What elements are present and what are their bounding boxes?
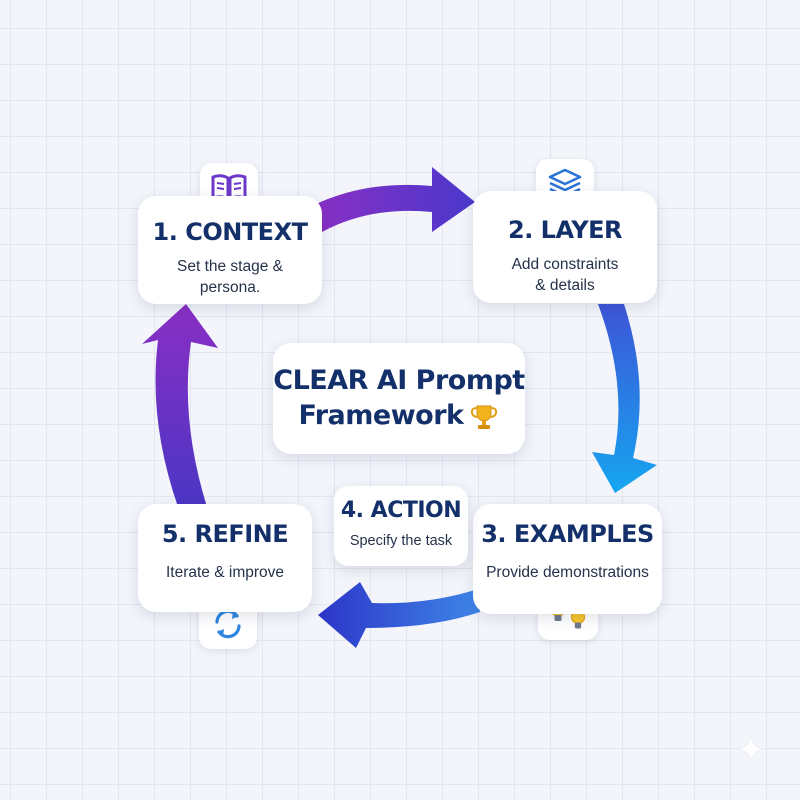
step-description-line: & details (535, 277, 595, 294)
step-refine-card: 5. REFINE Iterate & improve (138, 504, 312, 612)
framework-title-line-2: Framework (273, 398, 525, 433)
step-description: Add constraints & details (473, 254, 657, 296)
arrow-context-to-layer (312, 167, 475, 232)
step-title: 3. EXAMPLES (481, 520, 654, 548)
step-action-card: 4. ACTION Specify the task (334, 486, 468, 566)
step-layer-card: 2. LAYER Add constraints & details (473, 191, 657, 303)
step-description-line: Set the stage & (177, 258, 283, 275)
step-description: Specify the task (349, 533, 453, 549)
step-context-card: 1. CONTEXT Set the stage & persona. (138, 196, 322, 304)
step-title: 2. LAYER (508, 216, 623, 244)
step-description: Provide demonstrations (486, 564, 649, 581)
refresh-icon (215, 609, 241, 639)
step-title: 1. CONTEXT (152, 218, 308, 246)
step-title: 4. ACTION (340, 498, 462, 523)
step-description-line: persona. (199, 279, 261, 296)
trophy-icon (471, 405, 498, 429)
arrow-examples-to-refine (318, 582, 480, 648)
framework-title-word: Framework (298, 400, 464, 431)
sparkle-icon (737, 735, 765, 763)
framework-title-line: CLEAR AI Prompt (273, 365, 525, 396)
step-description: Set the stage & persona. (138, 256, 322, 298)
arrow-refine-to-context (142, 304, 218, 507)
arrow-layer-to-examples (592, 304, 657, 493)
framework-title-card: CLEAR AI Prompt Framework (273, 343, 525, 454)
framework-title: CLEAR AI Prompt Framework (273, 363, 525, 433)
step-examples-card: 3. EXAMPLES Provide demonstrations (473, 504, 662, 614)
step-title: 5. REFINE (161, 520, 289, 548)
step-description: Iterate & improve (165, 564, 285, 581)
step-description-line: Add constraints (511, 256, 619, 273)
